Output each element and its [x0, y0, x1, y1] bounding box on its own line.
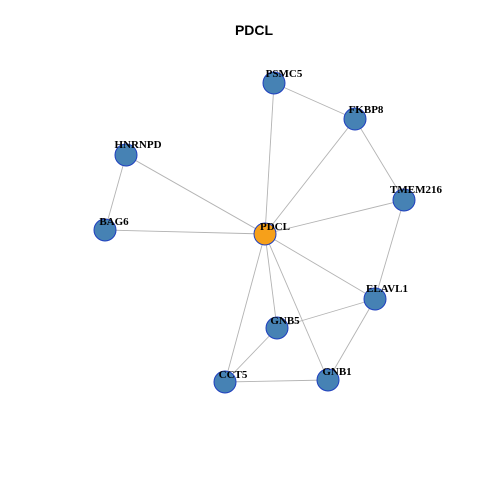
- node-label-psmc5: PSMC5: [266, 68, 303, 80]
- edge-elavl1-gnb5: [276, 298, 376, 329]
- edge-pdcl-fkbp8: [264, 118, 356, 235]
- node-label-fkbp8: FKBP8: [349, 104, 384, 116]
- edge-pdcl-gnb5: [264, 233, 278, 329]
- edge-tmem216-elavl1: [374, 199, 405, 300]
- edge-hnrnpd-bag6: [104, 154, 127, 231]
- node-elavl1[interactable]: [363, 287, 387, 311]
- edge-pdcl-tmem216: [264, 199, 405, 235]
- node-label-pdcl: PDCL: [260, 221, 290, 233]
- edge-pdcl-cct5: [224, 233, 266, 383]
- nodes-layer: [93, 71, 416, 394]
- node-bag6[interactable]: [93, 218, 117, 242]
- node-label-hnrnpd: HNRNPD: [114, 139, 161, 151]
- node-hnrnpd[interactable]: [114, 143, 138, 167]
- node-label-elavl1: ELAVL1: [366, 283, 408, 295]
- node-tmem216[interactable]: [392, 188, 416, 212]
- node-fkbp8[interactable]: [343, 107, 367, 131]
- node-label-cct5: CCT5: [219, 369, 248, 381]
- node-gnb5[interactable]: [265, 316, 289, 340]
- edge-pdcl-psmc5: [264, 82, 275, 235]
- edge-elavl1-gnb1: [327, 298, 376, 381]
- node-psmc5[interactable]: [262, 71, 286, 95]
- edge-cct5-gnb1: [224, 379, 329, 383]
- diagram-title: PDCL: [235, 22, 274, 38]
- node-label-bag6: BAG6: [99, 216, 129, 228]
- node-label-gnb5: GNB5: [270, 315, 300, 327]
- node-cct5[interactable]: [213, 370, 237, 394]
- edge-fkbp8-tmem216: [354, 118, 405, 201]
- edge-gnb5-cct5: [224, 327, 278, 383]
- node-pdcl[interactable]: [253, 222, 277, 246]
- edge-pdcl-gnb1: [264, 233, 329, 381]
- edge-pdcl-bag6: [104, 229, 266, 235]
- node-label-tmem216: TMEM216: [390, 184, 442, 196]
- node-gnb1[interactable]: [316, 368, 340, 392]
- edge-pdcl-hnrnpd: [125, 154, 266, 235]
- edges-layer: [104, 82, 405, 383]
- edge-psmc5-fkbp8: [273, 82, 356, 120]
- edge-pdcl-elavl1: [264, 233, 376, 300]
- node-label-gnb1: GNB1: [322, 366, 351, 378]
